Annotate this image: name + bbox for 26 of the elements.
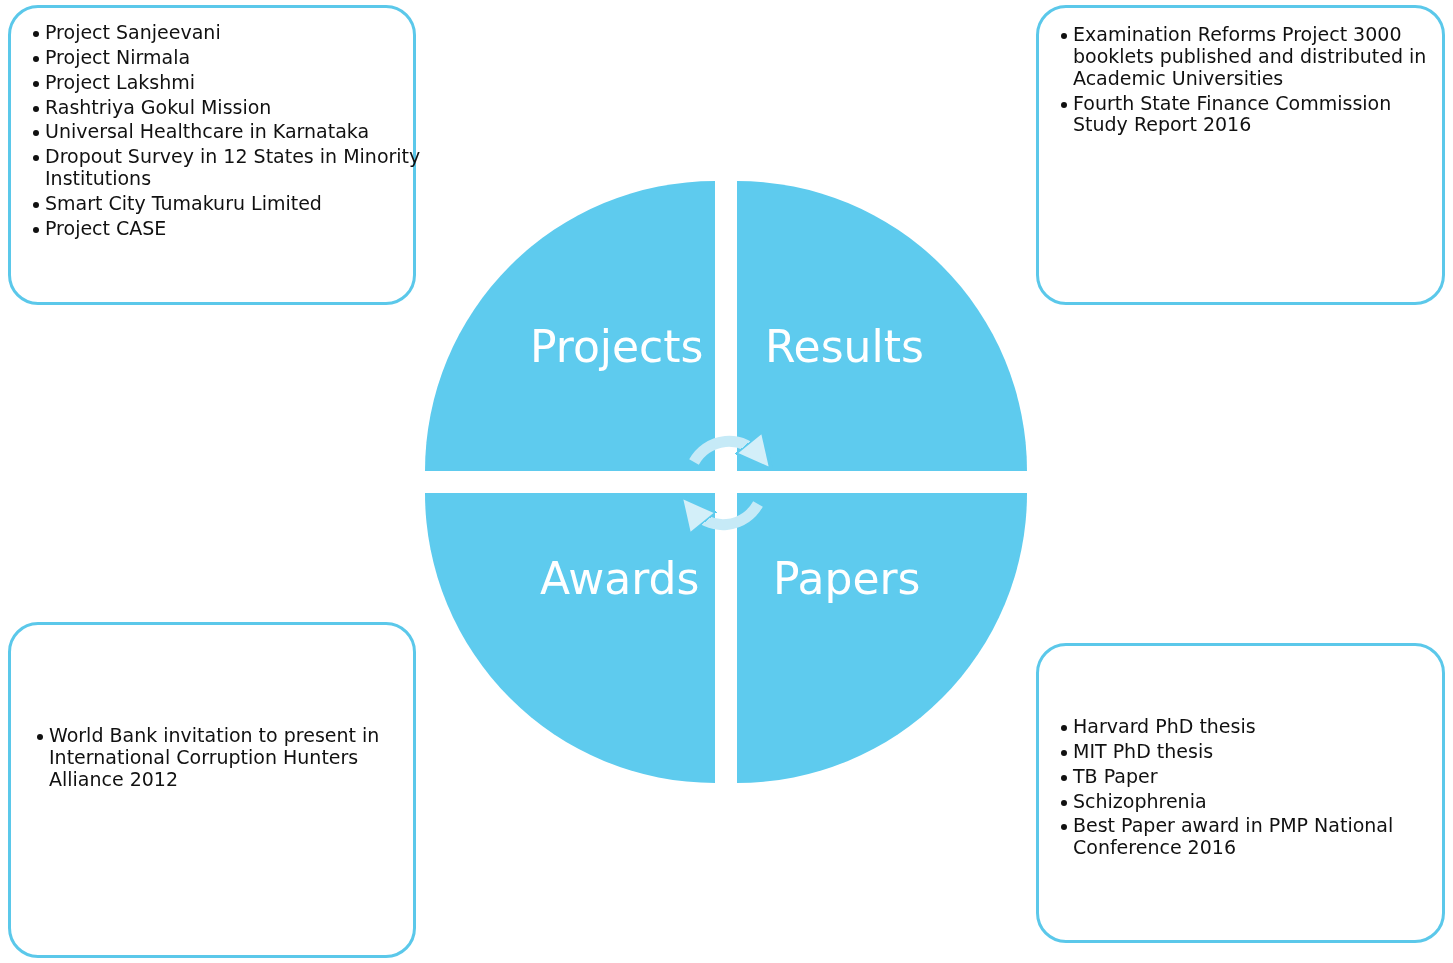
list-item: Smart City Tumakuru Limited [45,191,322,214]
list-item: Project Nirmala [45,45,191,68]
list-item: Project CASE [45,216,167,239]
list-item: Examination Reforms Project 3000 booklets published and distributed in Academic Universities [1073,23,1427,89]
list-item: Schizophrenia [1073,789,1207,812]
quadrant-segment [737,181,1027,471]
segment-label: Results [765,321,924,372]
text-panel [1036,643,1445,943]
list-item: Project Sanjeevani [45,21,221,43]
list-item: Harvard PhD thesis [1073,715,1256,737]
segment-label: Awards [540,553,700,604]
quadrant-segment [425,493,715,783]
list-item: Rashtriya Gokul Mission [45,95,272,118]
list-item: MIT PhD thesis [1073,739,1214,762]
list-item: TB Paper [1073,764,1158,787]
list-item: Best Paper award in PMP National Conference 2016 [1073,814,1394,859]
list-item: Fourth State Finance Commission Study Report 2016 [1073,91,1392,136]
quadrant-segment [737,493,1027,783]
quadrant-segment [425,181,715,471]
segment-label: Papers [773,553,921,604]
list-item: Universal Healthcare in Karnataka [45,120,370,143]
text-panel [8,622,416,958]
segment-label: Projects [530,321,704,372]
list-item: World Bank invitation to present in International Corruption Hunters Alliance 2012 [49,724,380,790]
list-item: Project Lakshmi [45,70,195,93]
text-panel [1036,5,1445,305]
